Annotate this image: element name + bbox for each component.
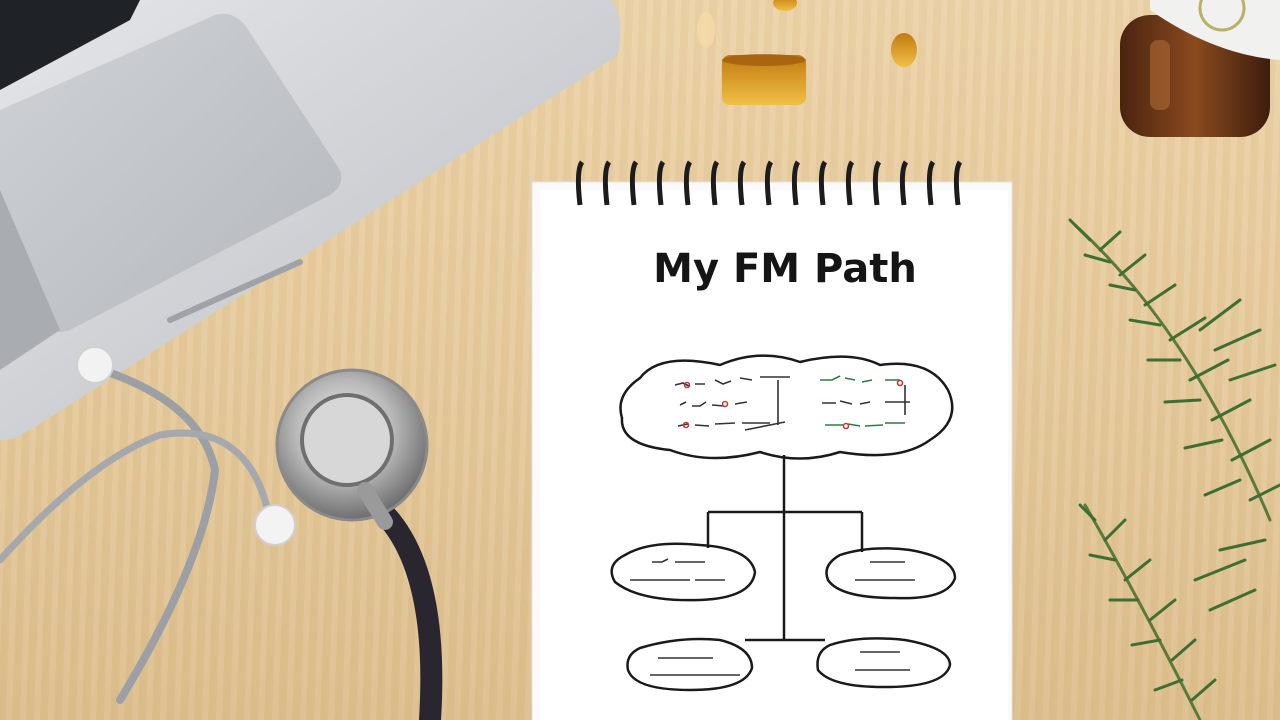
diagram-scribbles: [630, 375, 915, 676]
laptop: [0, 0, 621, 441]
diagram-node-left: [610, 542, 757, 602]
notebook-title: My FM Path: [653, 246, 917, 292]
stethoscope: [0, 346, 443, 720]
diagram-node-bottom-right: [816, 637, 952, 689]
diagram-cloud: [619, 354, 954, 460]
hand-drawn-diagram: [610, 354, 957, 692]
supplement-capsules: [697, 0, 917, 105]
notebook-spiral-binding: [575, 160, 963, 206]
spiral-notebook: [531, 181, 1013, 720]
rosemary-sprigs: [1068, 218, 1280, 720]
diagram-node-right: [825, 547, 957, 600]
diagram-node-bottom-left: [626, 637, 754, 692]
amber-bottle: [1120, 0, 1280, 137]
